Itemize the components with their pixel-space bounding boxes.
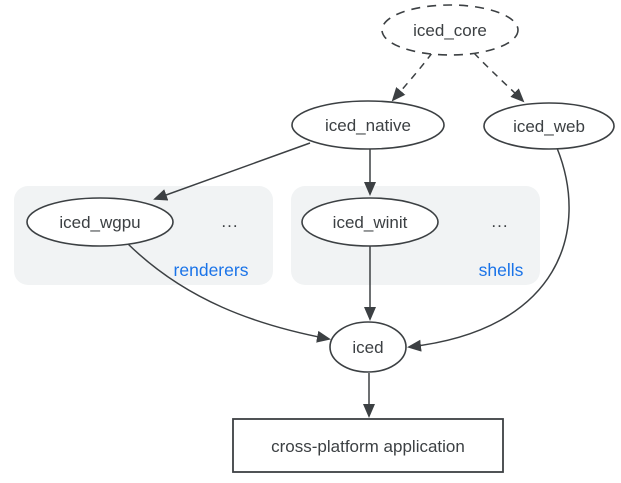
node-iced: iced [329, 321, 407, 373]
node-iced-native-label: iced_native [325, 116, 411, 135]
node-iced-core-shape [381, 4, 519, 56]
node-iced-native-shape [291, 100, 445, 150]
node-iced-label: iced [352, 338, 383, 357]
edge-iced-web-to-iced [407, 147, 570, 352]
node-iced-wgpu-shape [26, 197, 174, 247]
node-iced-wgpu: iced_wgpu [26, 197, 174, 247]
node-application-shape [232, 418, 504, 473]
node-application-label: cross-platform application [271, 437, 465, 456]
node-iced-core: iced_core [381, 4, 519, 56]
node-iced-winit-shape [301, 197, 439, 247]
edge-iced-core-to-iced-native [391, 52, 433, 102]
edge-iced-core-to-iced-web [473, 52, 525, 103]
node-iced-native: iced_native [291, 100, 445, 150]
node-iced-winit: iced_winit [301, 197, 439, 247]
node-iced-winit-label: iced_winit [333, 213, 408, 232]
edge-iced-wgpu-to-iced [126, 242, 331, 343]
group-shells-label: shells [479, 260, 524, 280]
node-application: cross-platform application [232, 418, 504, 473]
node-iced-wgpu-label: iced_wgpu [59, 213, 140, 232]
node-iced-core-label: iced_core [413, 21, 487, 40]
group-renderers-ellipsis-text: ... [221, 212, 238, 231]
node-iced-web-shape [483, 102, 615, 150]
node-iced-web-label: iced_web [513, 117, 585, 136]
node-iced-shape [329, 321, 407, 373]
edge-iced-native-to-iced-wgpu [153, 142, 311, 201]
node-iced-web: iced_web [483, 102, 615, 150]
group-shells-ellipsis-text: ... [491, 212, 508, 231]
group-renderers-label: renderers [174, 260, 249, 280]
